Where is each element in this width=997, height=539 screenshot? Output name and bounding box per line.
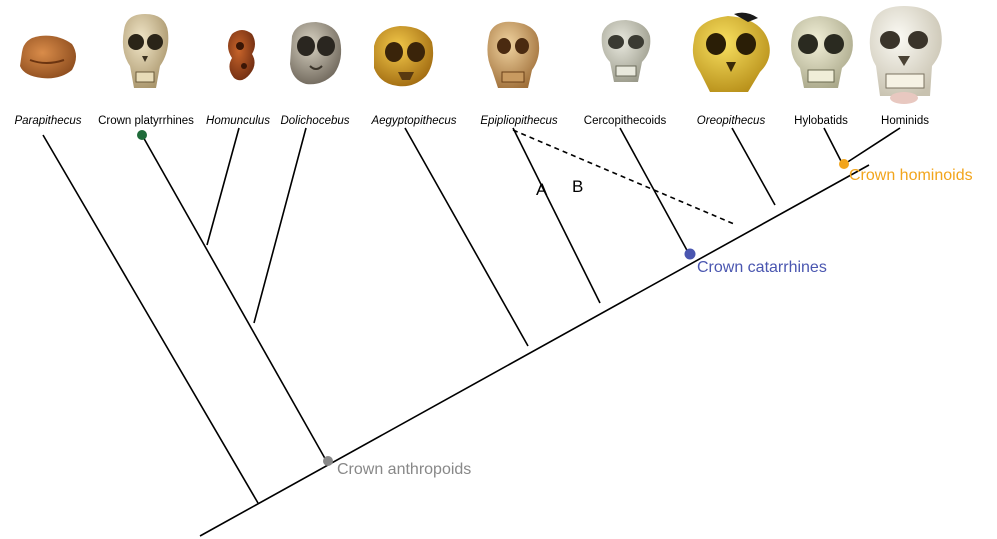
platyrrhine-skull-icon <box>123 14 168 88</box>
hominid-branch <box>843 128 900 165</box>
taxon-label-epipliopithecus: Epipliopithecus <box>480 115 558 127</box>
parapithecus-branch <box>43 135 258 503</box>
epipliopithecus-branch-a <box>513 128 600 303</box>
crown-hominoids-dot <box>839 159 849 169</box>
taxon-label-homunculus: Homunculus <box>206 115 270 127</box>
homunculus-skull-icon <box>228 30 255 80</box>
hominid-skull-icon <box>870 6 942 104</box>
cercopithecoid-skull-icon <box>602 20 651 82</box>
platyrrhine-stem-branch <box>142 135 327 462</box>
tree-branches <box>43 128 900 536</box>
crown-catarrhines-dot <box>685 249 696 260</box>
aegyptopithecus-skull-icon <box>374 26 433 86</box>
epipliopithecus-branch-b <box>513 130 734 224</box>
crown-hominoids-label: Crown hominoids <box>849 167 973 184</box>
taxon-labels: Parapithecus Crown platyrrhines Homuncul… <box>14 115 929 127</box>
taxon-label-aegyptopithecus: Aegyptopithecus <box>370 115 456 127</box>
dolichocebus-branch <box>254 128 306 323</box>
crown-platyrrhines-dot <box>137 130 147 140</box>
crown-anthropoids-label: Crown anthropoids <box>337 461 471 478</box>
hylobatid-branch <box>824 128 843 165</box>
oreopithecus-skull-icon <box>693 13 770 92</box>
oreopithecus-branch <box>732 128 775 205</box>
branch-letter-b: B <box>572 177 583 196</box>
taxon-label-hominids: Hominids <box>881 115 929 127</box>
dolichocebus-skull-icon <box>290 22 341 84</box>
root-branch <box>200 165 869 536</box>
taxon-label-cercopithecoids: Cercopithecoids <box>584 115 667 127</box>
homunculus-branch <box>207 128 239 245</box>
taxon-label-crown-platyrrhines: Crown platyrrhines <box>98 115 194 127</box>
taxon-label-parapithecus: Parapithecus <box>14 115 81 127</box>
aegyptopithecus-branch <box>405 128 528 346</box>
taxon-label-hylobatids: Hylobatids <box>794 115 848 127</box>
taxon-label-dolichocebus: Dolichocebus <box>280 115 349 127</box>
crown-anthropoids-dot <box>323 456 333 466</box>
branch-letter-a: A <box>536 180 548 199</box>
taxon-label-oreopithecus: Oreopithecus <box>697 115 766 127</box>
crown-catarrhines-label: Crown catarrhines <box>697 259 827 276</box>
parapithecus-skull-icon <box>20 36 76 79</box>
hylobatid-skull-icon <box>791 16 853 88</box>
epipliopithecus-skull-icon <box>487 22 539 88</box>
